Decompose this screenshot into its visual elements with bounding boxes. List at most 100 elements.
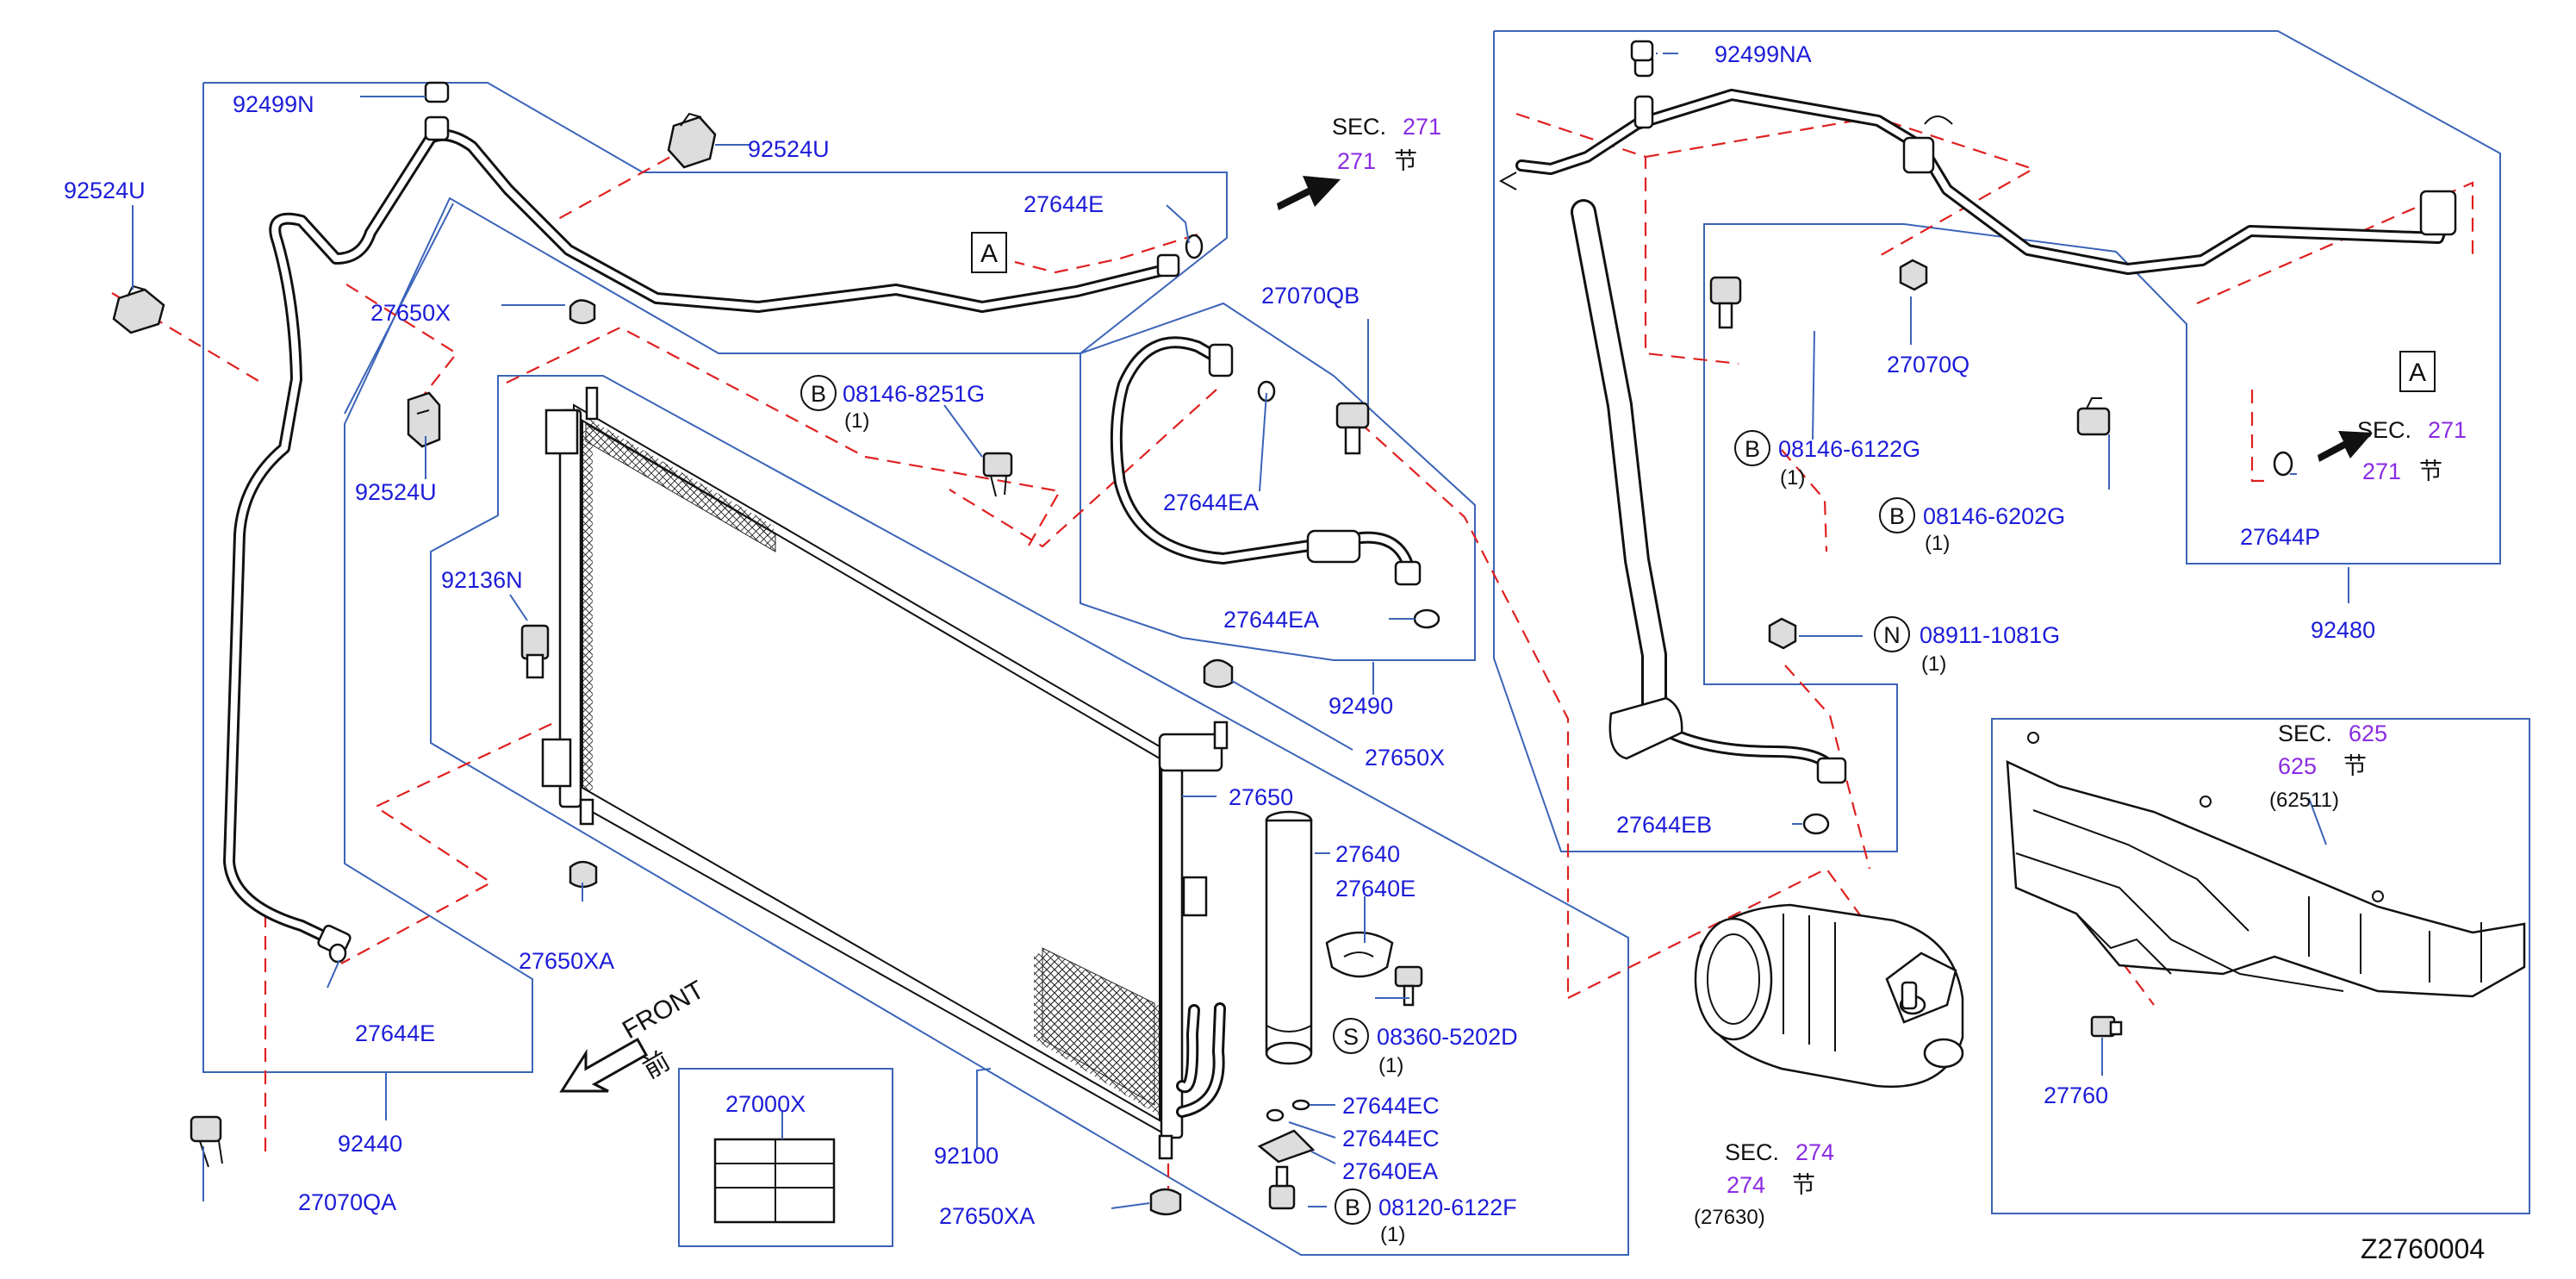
- label-92480[interactable]: 92480: [2311, 617, 2375, 643]
- svg-text:274: 274: [1727, 1172, 1765, 1198]
- label-27640E[interactable]: 27640E: [1335, 876, 1416, 902]
- nut-08911-1081G[interactable]: [1768, 617, 1797, 650]
- mount-27650X-top[interactable]: [569, 299, 596, 325]
- label-92440[interactable]: 92440: [338, 1131, 402, 1157]
- bolt-08360-5202D[interactable]: [1394, 965, 1423, 1007]
- box-92440-outline: [202, 82, 1228, 1073]
- label-sticker-27000X[interactable]: [713, 1138, 836, 1224]
- bolt-08120-6122F[interactable]: [1268, 1165, 1296, 1210]
- svg-text:SEC.: SEC.: [1332, 114, 1386, 140]
- receiver-dryer-27640[interactable]: [1265, 810, 1313, 1065]
- label-27650XA-left[interactable]: 27650XA: [519, 948, 614, 974]
- label-27070QA[interactable]: 27070QA: [298, 1189, 396, 1215]
- label-27640[interactable]: 27640: [1335, 841, 1400, 867]
- svg-text:08146-8251G: 08146-8251G: [843, 381, 985, 407]
- mount-27650X-right[interactable]: [1203, 658, 1234, 689]
- cap-92499NA[interactable]: [1630, 40, 1654, 62]
- oring-27644EA-bottom[interactable]: [1413, 608, 1440, 629]
- bolt-08146-6202G[interactable]: [2076, 397, 2111, 436]
- frame-member-sec-625[interactable]: [2006, 732, 2526, 998]
- sec-625-ref[interactable]: SEC. 625 625 节 (62511): [2269, 721, 2387, 812]
- svg-text:(1): (1): [1921, 652, 1946, 676]
- diagram-id: Z2760004: [2361, 1233, 2485, 1264]
- sec-271-ref-top[interactable]: SEC. 271 271 节: [1332, 114, 1441, 174]
- label-27644EC-a[interactable]: 27644EC: [1342, 1093, 1440, 1119]
- svg-text:B: B: [811, 381, 826, 407]
- callout-A-right: A: [2399, 351, 2436, 392]
- svg-text:(1): (1): [1378, 1054, 1403, 1077]
- label-27644EC-b[interactable]: 27644EC: [1342, 1126, 1440, 1151]
- label-27640EA[interactable]: 27640EA: [1342, 1158, 1438, 1184]
- mount-27650XA-bottom[interactable]: [1149, 1188, 1182, 1216]
- sensor-92136N[interactable]: [520, 624, 550, 679]
- condenser-92100[interactable]: [541, 386, 1229, 1160]
- cap-92499N[interactable]: [424, 81, 450, 141]
- label-92100[interactable]: 92100: [934, 1143, 999, 1169]
- hose-92480-suction[interactable]: [1571, 199, 1847, 784]
- svg-text:N: N: [1883, 622, 1901, 648]
- svg-text:SEC.: SEC.: [1725, 1139, 1779, 1165]
- box-92480-outline: [1493, 30, 2501, 852]
- pipe-92440[interactable]: [223, 128, 1180, 957]
- label-27644EA-bottom[interactable]: 27644EA: [1223, 607, 1319, 633]
- bolt-callout-08146-6202G[interactable]: B 08146-6202G (1): [1879, 497, 2065, 555]
- nut-27070Q[interactable]: [1899, 259, 1928, 291]
- label-27070Q[interactable]: 27070Q: [1887, 352, 1969, 377]
- sec-271-ref-right[interactable]: SEC. 271 271 节: [2357, 417, 2467, 484]
- label-27650X-right[interactable]: 27650X: [1365, 745, 1445, 771]
- svg-text:(27630): (27630): [1694, 1206, 1765, 1229]
- oring-27644EC-b[interactable]: [1266, 1108, 1285, 1122]
- svg-text:B: B: [1745, 436, 1760, 462]
- svg-text:节: 节: [1394, 148, 1417, 174]
- bolt-callout-08911-1081G[interactable]: N 08911-1081G (1): [1874, 616, 2060, 676]
- mount-27650XA-left[interactable]: [569, 860, 598, 889]
- bolt-08146-8251G[interactable]: [982, 452, 1013, 497]
- oring-27644E-top[interactable]: [1185, 234, 1204, 259]
- label-27650XA-bottom[interactable]: 27650XA: [939, 1203, 1035, 1229]
- bolt-callout-08146-8251G[interactable]: B 08146-8251G (1): [800, 375, 985, 433]
- bracket-27640E[interactable]: [1325, 931, 1394, 978]
- bracket-27640EA[interactable]: [1257, 1129, 1316, 1164]
- bolt-27070QB[interactable]: [1335, 402, 1370, 455]
- hose-92490[interactable]: [1110, 336, 1422, 586]
- sec-274-ref[interactable]: SEC. 274 274 节 (27630): [1694, 1139, 1834, 1229]
- label-92524U-left[interactable]: 92524U: [64, 178, 146, 203]
- clip-92524U-top[interactable]: [667, 112, 717, 169]
- bolt-callout-08360-5202D[interactable]: S 08360-5202D (1): [1333, 1018, 1518, 1077]
- label-92136N[interactable]: 92136N: [441, 567, 523, 593]
- sensor-27760[interactable]: [2090, 1015, 2123, 1038]
- box-92100-region: [430, 375, 1629, 1256]
- label-27000X[interactable]: 27000X: [725, 1091, 806, 1117]
- pipe-92480[interactable]: [1498, 53, 2457, 275]
- compressor-sec-274[interactable]: [1694, 903, 1964, 1089]
- svg-text:08146-6122G: 08146-6122G: [1778, 436, 1920, 462]
- bolt-callout-08120-6122F[interactable]: B 08120-6122F (1): [1335, 1189, 1517, 1246]
- label-27644EA-top[interactable]: 27644EA: [1163, 490, 1259, 515]
- clip-92524U-mid[interactable]: [407, 391, 441, 448]
- label-92524U-top[interactable]: 92524U: [748, 136, 830, 162]
- svg-text:274: 274: [1795, 1139, 1834, 1165]
- oring-27644EB[interactable]: [1802, 813, 1830, 835]
- clip-92524U-left[interactable]: [112, 284, 165, 334]
- label-27650[interactable]: 27650: [1229, 784, 1293, 810]
- label-92490[interactable]: 92490: [1328, 693, 1393, 719]
- label-27650X-top[interactable]: 27650X: [370, 300, 451, 326]
- sec-271-arrow-right: [2318, 431, 2373, 462]
- label-92499N[interactable]: 92499N: [233, 91, 314, 117]
- label-27070QB[interactable]: 27070QB: [1261, 283, 1360, 309]
- label-27644E-bottom[interactable]: 27644E: [355, 1020, 435, 1046]
- label-92499NA[interactable]: 92499NA: [1714, 41, 1812, 67]
- label-27760[interactable]: 27760: [2044, 1082, 2108, 1108]
- oring-27644E-bottom[interactable]: [328, 943, 347, 964]
- bolt-callout-08146-6122G[interactable]: B 08146-6122G (1): [1734, 430, 1920, 490]
- oring-27644EC-a[interactable]: [1291, 1099, 1310, 1111]
- label-27644P[interactable]: 27644P: [2240, 524, 2320, 550]
- label-27644E-top[interactable]: 27644E: [1024, 191, 1104, 217]
- label-92524U-mid[interactable]: 92524U: [355, 479, 437, 505]
- bolt-27070QA[interactable]: [190, 1115, 223, 1168]
- svg-text:S: S: [1343, 1024, 1359, 1050]
- oring-27644P[interactable]: [2273, 451, 2293, 477]
- label-27644EB[interactable]: 27644EB: [1616, 812, 1712, 838]
- bolt-08146-6122G[interactable]: [1709, 276, 1742, 329]
